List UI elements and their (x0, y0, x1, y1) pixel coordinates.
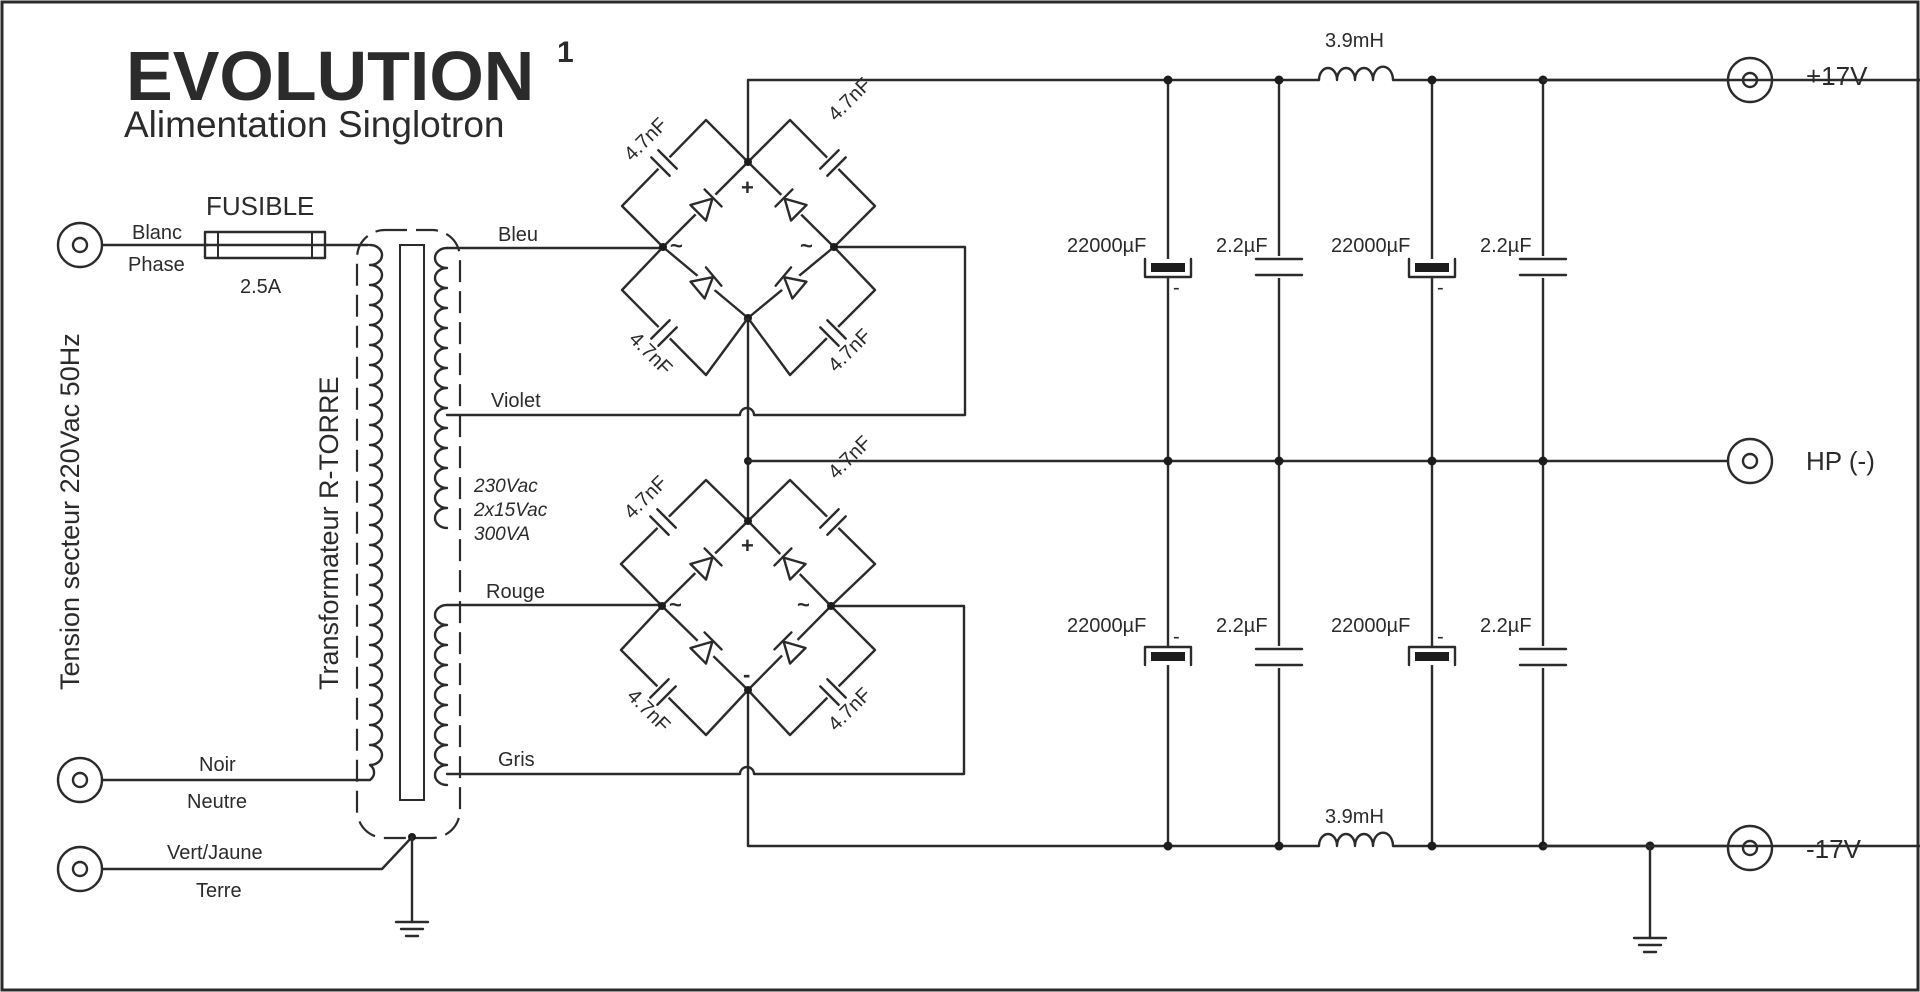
bridge-lower-plus: + (741, 533, 754, 558)
bridge-lower-ac-right: ~ (797, 592, 810, 617)
earth-ground-symbol-right (1632, 844, 1668, 954)
output-terminal-negative (1726, 824, 1774, 872)
inductor-upper-label: 3.9mH (1325, 30, 1384, 52)
fuse-label: FUSIBLE (206, 191, 314, 221)
bulk-cap-label-l2: 22000µF (1331, 615, 1410, 637)
bulk-cap-label-l1: 22000µF (1067, 615, 1146, 637)
bulk-cap-minus-u1: - (1173, 277, 1180, 299)
transformer-spec-power: 300VA (474, 524, 530, 545)
earth-ground-symbol-left (394, 833, 430, 938)
bridge-lower-minus: - (743, 662, 750, 687)
bridge-rectifier-upper (620, 78, 1920, 463)
phase-wire-name: Phase (128, 254, 185, 276)
film-cap-label-u1: 2.2µF (1216, 235, 1268, 257)
bridge-lower-ac-left: ~ (669, 592, 682, 617)
schematic-title-superscript: 1 (557, 36, 574, 69)
bulk-cap-minus-l2: - (1437, 626, 1444, 648)
bulk-cap-minus-u2: - (1437, 277, 1444, 299)
earth-wire-name: Terre (196, 880, 242, 902)
fuse-rating: 2.5A (240, 276, 282, 298)
bridge-upper-plus: + (741, 175, 754, 200)
schematic-subtitle: Alimentation Singlotron (124, 104, 505, 145)
filter-cap-columns (1163, 75, 1655, 851)
wire-label-violet: Violet (491, 390, 541, 412)
inductor-lower-label: 3.9mH (1325, 806, 1384, 828)
transformer (355, 228, 462, 840)
bulk-cap-lower-1 (1143, 645, 1193, 667)
phase-wire-color: Blanc (132, 222, 182, 244)
output-label-negative: -17V (1806, 834, 1862, 864)
film-cap-label-l1: 2.2µF (1216, 615, 1268, 637)
film-caps (1254, 256, 1568, 668)
output-label-ground: HP (-) (1806, 446, 1875, 476)
wire-label-bleu: Bleu (498, 224, 538, 246)
bulk-cap-label-u1: 22000µF (1067, 235, 1146, 257)
output-terminal-ground (1726, 437, 1774, 485)
transformer-name: Transformateur R-TORRE (314, 376, 344, 690)
neutral-wire-name: Neutre (187, 791, 247, 813)
bridge-upper-ac-left: ~ (670, 233, 683, 258)
schematic-title: EVOLUTION (126, 37, 534, 115)
bulk-cap-minus-l1: - (1173, 626, 1180, 648)
earth-wire-color: Vert/Jaune (167, 842, 263, 864)
wire-label-rouge: Rouge (486, 581, 545, 603)
film-cap-label-l2: 2.2µF (1480, 615, 1532, 637)
bulk-cap-upper-1 (1143, 257, 1193, 279)
transformer-spec-primary: 230Vac (473, 476, 538, 497)
wire-label-gris: Gris (498, 749, 535, 771)
inductor-lower (1317, 831, 1395, 849)
film-cap-label-u2: 2.2µF (1480, 235, 1532, 257)
bridge-upper-ac-right: ~ (800, 233, 813, 258)
bulk-cap-label-u2: 22000µF (1331, 235, 1410, 257)
bridge-upper-minus: - (743, 305, 750, 330)
transformer-spec-secondary: 2x15Vac (473, 500, 548, 521)
bulk-cap-lower-2 (1407, 645, 1457, 667)
bulk-cap-upper-2 (1407, 257, 1457, 279)
output-label-positive: +17V (1806, 61, 1868, 91)
neutral-wire-color: Noir (199, 754, 236, 776)
mains-voltage-label: Tension secteur 220Vac 50Hz (55, 333, 85, 690)
inductor-upper (1317, 65, 1395, 83)
